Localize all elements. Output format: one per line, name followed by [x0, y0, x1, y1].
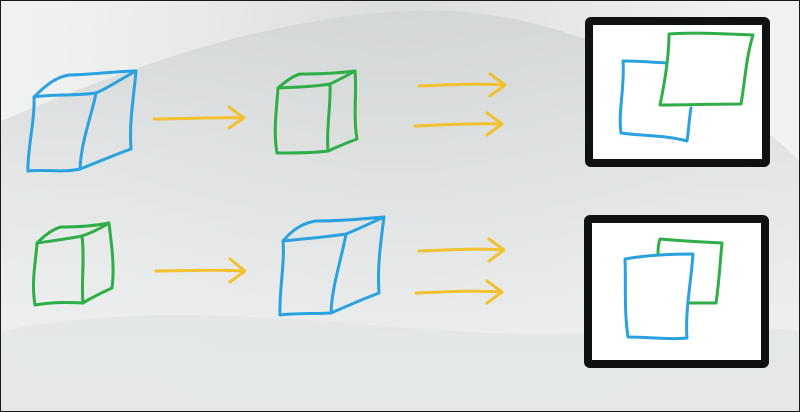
row-top: [26, 17, 770, 173]
right-arrow-icon: [152, 105, 246, 130]
result-blue-square-front: [623, 252, 695, 341]
blue-cube-large: [26, 69, 138, 173]
result-frame-bottom: [584, 215, 769, 368]
right-arrow-icon-2: [154, 257, 247, 284]
green-cube-small-2: [31, 221, 115, 307]
result-green-square-front: [658, 31, 755, 107]
green-cube-small: [273, 69, 359, 155]
double-right-arrow-icon-2: [414, 237, 506, 305]
row-bottom: [31, 215, 769, 368]
result-green-square-back: [656, 237, 724, 305]
blue-cube-large-2: [278, 215, 386, 317]
result-frame-top: [585, 17, 770, 167]
double-right-arrow-icon: [413, 72, 507, 137]
result-blue-square-back: [618, 59, 693, 143]
